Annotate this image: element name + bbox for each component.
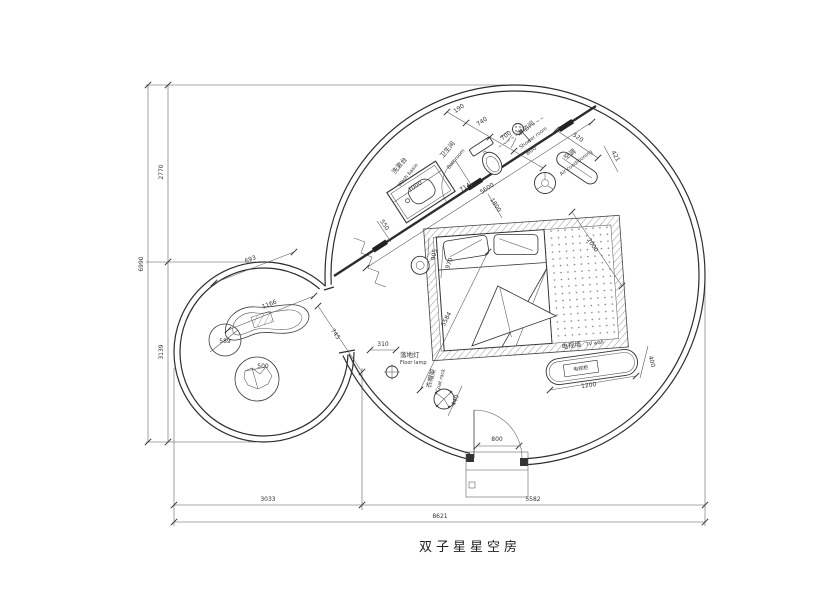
- washbasin-icon: [386, 160, 456, 224]
- dim-bed-side-1: 905: [430, 248, 439, 261]
- pillow: [493, 234, 539, 255]
- dim-total-height: 6990: [138, 256, 145, 271]
- dim-chain-3: 700: [499, 130, 513, 142]
- dim-stone-large: 500: [257, 363, 269, 370]
- dim-left-2: 1166: [261, 299, 278, 311]
- room-walls: [173, 84, 706, 468]
- tv-wall-label-cn: 电视墙: [561, 339, 582, 351]
- dim-bottom-left: 3033: [260, 496, 275, 503]
- dim-partition-length: 5600: [479, 182, 496, 196]
- stone-seat-small: [208, 323, 242, 357]
- dim-ac-width: 520: [571, 132, 585, 144]
- fan-stool-icon: [534, 172, 556, 194]
- dim-stone-small: 589: [219, 338, 231, 345]
- outer-dimensions: 2770 3139 6990 3033 5582 8621: [138, 81, 709, 526]
- dim-bottom-total: 8621: [432, 513, 447, 520]
- side-table: [410, 255, 430, 275]
- floor-lamp-label-en: Floor lamp: [400, 360, 427, 366]
- blanket-fold: [471, 285, 558, 347]
- tv-console: [545, 348, 638, 386]
- shower-icon: [498, 116, 545, 149]
- pillow: [442, 234, 490, 262]
- small-room-furniture: 589 500: [208, 304, 310, 402]
- bench-seat: [225, 304, 310, 341]
- dim-left-1: 693: [244, 254, 257, 265]
- dim-ac-depth: 421: [610, 150, 622, 164]
- ac-unit-icon: [556, 151, 598, 185]
- dim-bottom-right: 5582: [525, 496, 540, 503]
- dim-door-width: 800: [491, 436, 503, 443]
- dim-chain-2: 740: [475, 116, 489, 128]
- bathroom-door-swing: [441, 160, 473, 203]
- dim-bath-length: 1800: [488, 197, 502, 214]
- tv-wall-label-en: TV wall: [584, 340, 604, 349]
- coat-rack-icon: [433, 388, 455, 410]
- entry-porch: [465, 451, 529, 498]
- floor-lamp-icon: [384, 364, 400, 380]
- tv-cabinet-label: 电视柜: [573, 364, 589, 373]
- dim-height-top: 2770: [158, 164, 165, 179]
- door-jamb: [520, 458, 528, 466]
- floor-lamp-label-cn: 落地灯: [400, 350, 420, 359]
- step-shelf: [353, 237, 387, 288]
- dim-rack-width: 440: [450, 394, 461, 407]
- dim-chain-1: 190: [452, 103, 466, 115]
- door-swing-arc: [473, 409, 523, 459]
- dim-tv-width: 1200: [581, 381, 597, 390]
- drawing-title: 双子星星空房: [419, 539, 521, 555]
- dim-bed-side-2: 970: [444, 257, 455, 270]
- dim-lamp-offset: 310: [377, 341, 389, 348]
- toilet-icon: [469, 136, 503, 175]
- door-jamb: [466, 454, 474, 462]
- dim-tv-depth: 400: [647, 355, 657, 368]
- dim-height-bottom: 3139: [158, 344, 165, 359]
- entrance: 800: [465, 409, 529, 498]
- bed-area: [410, 214, 629, 362]
- stone-seat-large: [234, 356, 280, 402]
